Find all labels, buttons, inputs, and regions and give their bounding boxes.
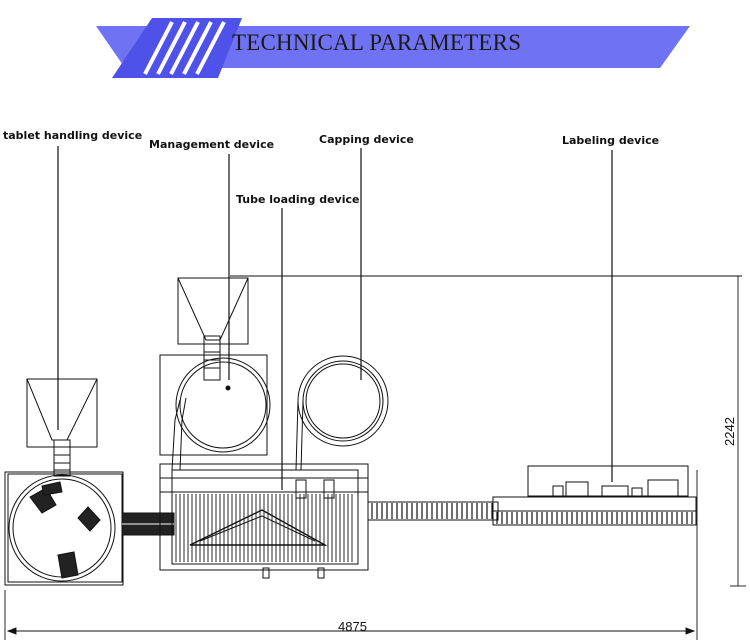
leader-lines — [57, 146, 613, 490]
banner-stripes — [143, 21, 226, 75]
output-conveyor — [367, 501, 499, 521]
conveyor-links — [371, 503, 493, 519]
tablet-handling-device — [4, 378, 124, 586]
banner-stripe-block — [112, 18, 242, 78]
capping-device — [295, 355, 389, 471]
management-device — [159, 277, 271, 471]
labeling-conveyor-links — [496, 512, 693, 524]
transfer-conveyor — [121, 512, 175, 536]
dimension-lines — [4, 275, 746, 640]
label-tablet-handling-device: tablet handling device — [3, 129, 143, 142]
tube-filling-body — [159, 463, 369, 579]
label-tube-loading-device: Tube loading device — [236, 193, 360, 206]
label-management-device: Management device — [149, 138, 275, 151]
label-capping-device: Capping device — [319, 133, 414, 146]
dimension-width: 4875 — [338, 619, 367, 634]
page-title: TECHNICAL PARAMETERS — [232, 30, 522, 55]
banner-bar — [96, 26, 690, 68]
header-banner — [96, 18, 690, 78]
labeling-device — [492, 465, 697, 526]
tube-rack — [175, 494, 353, 562]
label-labeling-device: Labeling device — [562, 134, 660, 147]
